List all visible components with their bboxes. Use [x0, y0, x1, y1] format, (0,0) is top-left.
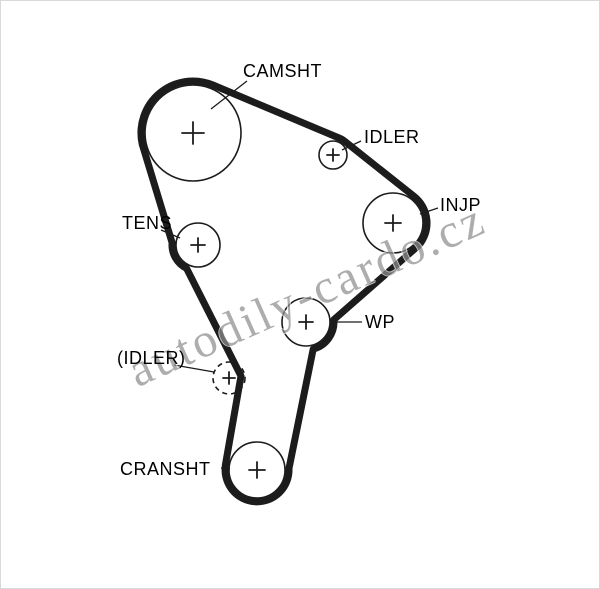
injection-pump-pointer-line — [419, 207, 439, 215]
label-water-pump: WP — [365, 312, 395, 332]
crankshaft-pointer-line — [220, 467, 231, 470]
camshaft-center-mark — [181, 121, 205, 145]
tensioner-pointer-line — [160, 229, 181, 239]
label-idler: IDLER — [364, 127, 420, 147]
label-tensioner: TENS — [122, 213, 173, 233]
label-camshaft: CAMSHT — [243, 61, 322, 81]
timing-belt — [137, 77, 431, 506]
optional-idler-center-mark — [222, 371, 236, 385]
idler-center-mark — [326, 148, 340, 162]
water-pump-center-mark — [298, 314, 314, 330]
label-crankshaft: CRANSHT — [120, 459, 211, 479]
optional-idler-pulley-dashed — [212, 361, 246, 395]
injection-pump-center-mark — [384, 214, 402, 232]
idler-pointer-line — [341, 140, 362, 151]
tensioner-center-mark — [190, 237, 206, 253]
crankshaft-center-mark — [248, 461, 266, 479]
label-injection-pump: INJP — [440, 195, 482, 215]
camshaft-pointer-line — [210, 80, 248, 110]
label-optional-idler: (IDLER) — [117, 348, 186, 368]
optional-idler-pointer-line — [173, 364, 215, 373]
